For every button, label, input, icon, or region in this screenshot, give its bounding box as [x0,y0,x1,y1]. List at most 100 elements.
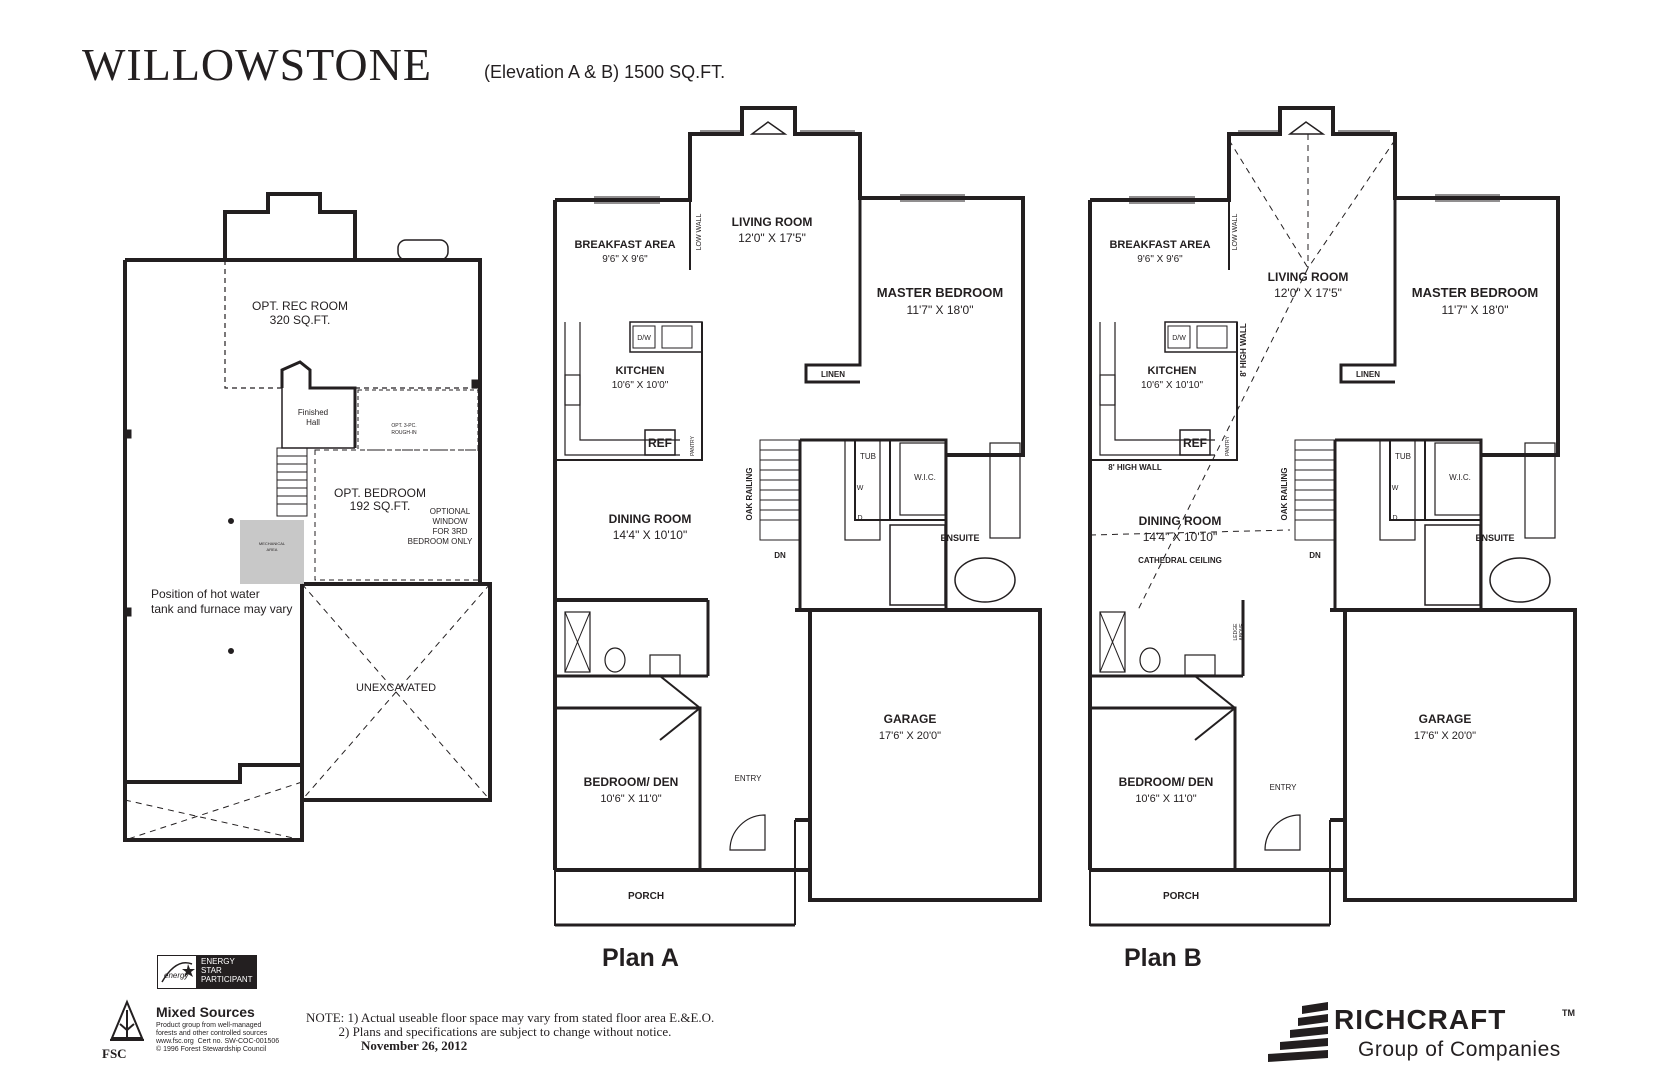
svg-text:WINDOW: WINDOW [432,517,468,526]
disclaimer-note: NOTE: 1) Actual useable floor space may … [306,1011,714,1053]
opt-bedroom-dashed [314,449,481,581]
label-a-linen: LINEN [821,370,845,379]
label-b-high-wall-horizontal: 8' HIGH WALL [1108,463,1162,472]
brand-trademark: TM [1562,1008,1575,1018]
label-b-garage: GARAGE [1419,712,1472,726]
plan-a-labels: BREAKFAST AREA 9'6" X 9'6" LIVING ROOM 1… [574,214,1003,902]
richcraft-building-icon [1268,1002,1328,1062]
svg-text:D: D [857,515,862,522]
svg-text:W: W [857,485,864,492]
label-finished-hall: Finished [298,408,328,417]
svg-text:D/W: D/W [637,335,651,342]
svg-text:9'6" X 9'6": 9'6" X 9'6" [602,254,648,265]
label-a-living: LIVING ROOM [732,215,813,229]
note-date: November 26, 2012 [361,1038,468,1053]
svg-text:192 SQ.FT.: 192 SQ.FT. [350,499,411,513]
label-rec-room: OPT. REC ROOM [252,299,348,313]
label-b-dining: DINING ROOM [1139,514,1222,528]
svg-text:TUB: TUB [860,452,876,461]
svg-text:320 SQ.FT.: 320 SQ.FT. [270,313,331,327]
svg-text:ROUGH-IN: ROUGH-IN [391,430,417,436]
label-b-ref: REF [1183,436,1207,450]
label-a-oak-railing: OAK RAILING [745,468,754,521]
basement-labels: OPT. REC ROOM 320 SQ.FT. Finished Hall O… [151,299,473,694]
unexcavated-wall [302,582,492,802]
plan-a-label: Plan A [602,944,679,972]
energy-star-icon: energy [157,955,197,989]
brand-name: RICHCRAFT [1334,1004,1507,1035]
svg-text:PANTRY: PANTRY [1225,435,1231,455]
label-a-ensuite: ENSUITE [940,533,979,543]
fsc-mixed-sources: Mixed Sources [156,1004,255,1020]
plan-b-garage-wall [1330,608,1577,902]
brand-tagline: Group of Companies [1358,1038,1561,1061]
label-b-cathedral: CATHEDRAL CEILING [1138,556,1222,565]
svg-text:11'7" X 18'0": 11'7" X 18'0" [1442,303,1509,317]
fsc-details: Product group from well-managed forests … [156,1022,280,1053]
note-line-2: 2) Plans and specifications are subject … [306,1024,672,1039]
svg-text:W.I.C.: W.I.C. [1449,473,1471,482]
svg-text:17'6" X 20'0": 17'6" X 20'0" [1414,730,1476,742]
label-b-high-wall-vertical: 8' HIGH WALL [1239,323,1248,377]
plan-a [553,106,1042,927]
label-b-entry: ENTRY [1270,783,1298,792]
svg-text:17'6" X 20'0": 17'6" X 20'0" [879,730,941,742]
svg-text:Hall: Hall [306,418,320,427]
svg-text:tank and furnace may vary: tank and furnace may vary [151,602,292,616]
richcraft-logo: RICHCRAFT TM Group of Companies [1262,1002,1582,1072]
svg-text:D: D [1392,515,1397,522]
svg-text:12'0" X 17'5": 12'0" X 17'5" [1274,286,1342,300]
basement-top-wall [125,192,357,262]
model-subtitle: (Elevation A & B) 1500 SQ.FT. [484,62,726,82]
label-b-linen: LINEN [1356,370,1380,379]
label-a-breakfast: BREAKFAST AREA [574,239,675,251]
svg-text:14'4" X 10'10": 14'4" X 10'10" [613,528,688,542]
label-a-kitchen: KITCHEN [616,365,665,377]
svg-text:W.I.C.: W.I.C. [914,473,936,482]
label-b-kitchen: KITCHEN [1148,365,1197,377]
svg-text:FOR 3RD: FOR 3RD [432,527,467,536]
svg-text:10'6" X 10'10": 10'6" X 10'10" [1141,380,1204,391]
label-a-entry: ENTRY [735,774,763,783]
svg-text:DN: DN [1309,551,1321,560]
plan-b-labels: BREAKFAST AREA 9'6" X 9'6" LIVING ROOM 1… [1108,214,1538,902]
label-bath-rough: OPT. 3-PC. [391,423,416,429]
svg-text:DN: DN [774,551,786,560]
label-a-bedroom-den: BEDROOM/ DEN [584,775,679,789]
energy-star-text: ENERGY STAR PARTICIPANT [197,955,257,989]
svg-text:ABOVE: ABOVE [1239,623,1245,641]
label-b-ensuite: ENSUITE [1475,533,1514,543]
svg-text:9'6" X 9'6": 9'6" X 9'6" [1137,254,1183,265]
label-b-porch: PORCH [1163,891,1199,902]
svg-text:PANTRY: PANTRY [690,435,696,455]
svg-text:14'4" X 10'10": 14'4" X 10'10" [1143,530,1218,544]
svg-text:BEDROOM ONLY: BEDROOM ONLY [408,537,473,546]
model-title: WILLOWSTONE [82,39,432,90]
label-optional-window: OPTIONAL [430,507,471,516]
label-b-bedroom-den: BEDROOM/ DEN [1119,775,1214,789]
svg-text:10'6" X 10'0": 10'6" X 10'0" [612,380,669,391]
energy-star-logo: energy ENERGY STAR PARTICIPANT [157,955,257,989]
mechanical-area [240,520,304,584]
label-b-master: MASTER BEDROOM [1412,285,1538,300]
svg-text:12'0" X 17'5": 12'0" X 17'5" [738,231,806,245]
svg-text:AREA: AREA [267,547,278,552]
plan-a-garage-wall [795,608,1042,902]
finished-hall-wall [280,360,357,448]
fsc-tree-icon [110,999,144,1041]
basement-plan [123,192,492,842]
fsc-logo: FSC Mixed Sources Product group from wel… [98,998,298,1068]
svg-text:11'7" X 18'0": 11'7" X 18'0" [907,303,974,317]
label-a-dining: DINING ROOM [609,512,692,526]
plan-a-outer-wall [555,106,1025,457]
window-well [397,239,449,261]
label-a-master: MASTER BEDROOM [877,285,1003,300]
label-a-porch: PORCH [628,891,664,902]
label-b-living: LIVING ROOM [1268,270,1349,284]
plan-b-outer-wall [1090,106,1560,457]
svg-text:TUB: TUB [1395,452,1411,461]
label-hotwater-note: Position of hot water [151,587,260,601]
svg-text:D/W: D/W [1172,335,1186,342]
svg-text:W: W [1392,485,1399,492]
